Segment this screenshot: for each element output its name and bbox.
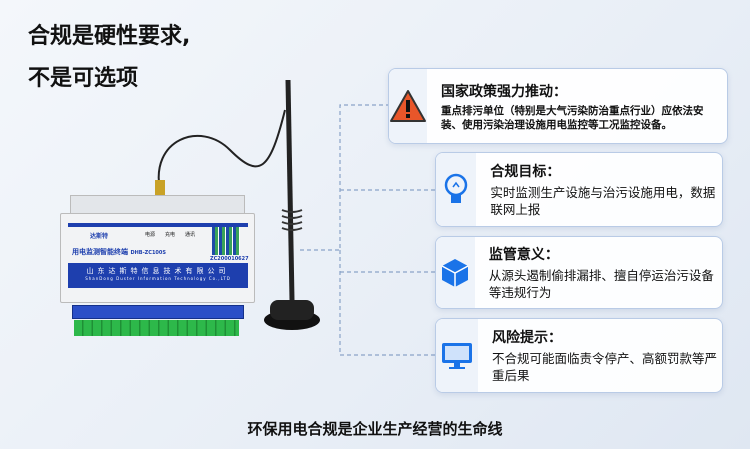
card-heading: 风险提示： [492,330,563,346]
cube-icon [436,237,475,308]
card-heading: 国家政策强力推动： [441,83,567,100]
antenna [155,79,320,330]
card-body: 重点排污单位（特别是大气污染防治重点行业）应依法安装、使用污染治理设施用电监控等… [441,104,704,131]
led-charge: 充电 [165,232,176,238]
led-comm: 通讯 [185,232,196,238]
card-body: 从源头遏制偷排漏排、擅自停运治污设备等违规行为 [488,268,714,300]
card-compliance-goal: 合规目标： 实时监测生产设施与治污设施用电，数据联网上报 [435,152,723,227]
warning-icon [389,69,427,143]
card-heading: 合规目标： [490,164,561,180]
device-serial: ZC200010627 [210,256,249,262]
title-line-2: 不是可选项 [28,66,139,91]
terminal-labels [72,305,244,319]
green-terminal-block [74,320,239,336]
monitor-icon [436,319,479,392]
device-leds: 电源 充电 通讯 [145,231,195,238]
device-model: DHB-ZC100S [130,250,166,256]
device-name: 用电监测智能终端 [72,248,128,256]
title-line-1: 合规是硬性要求, [28,24,191,49]
led-power: 电源 [145,232,156,238]
qr-code [212,227,240,255]
card-regulatory-significance: 监管意义： 从源头遏制偷排漏排、擅自停运治污设备等违规行为 [435,236,723,309]
device-company-en: ShanDong Duster Information Technology C… [85,276,231,281]
bottom-caption: 环保用电合规是企业生产经营的生命线 [247,420,503,438]
device-brand: 达斯特 [90,233,109,240]
card-risk-warning: 风险提示： 不合规可能面临责令停产、高额罚款等严重后果 [435,318,723,393]
card-body: 实时监测生产设施与治污设施用电，数据联网上报 [490,185,716,217]
card-body: 不合规可能面临责令停产、高额罚款等严重后果 [492,351,718,383]
card-heading: 监管意义： [488,247,559,263]
monitoring-device: 达斯特 电源 充电 通讯 ZC200010627 用电监测智能终端 DHB-ZC10… [60,195,260,345]
device-company: 山东达斯特信息技术有限公司 [86,267,230,275]
lightbulb-icon [436,153,477,226]
card-policy: 国家政策强力推动： 重点排污单位（特别是大气污染防治重点行业）应依法安装、使用污染… [388,68,728,144]
